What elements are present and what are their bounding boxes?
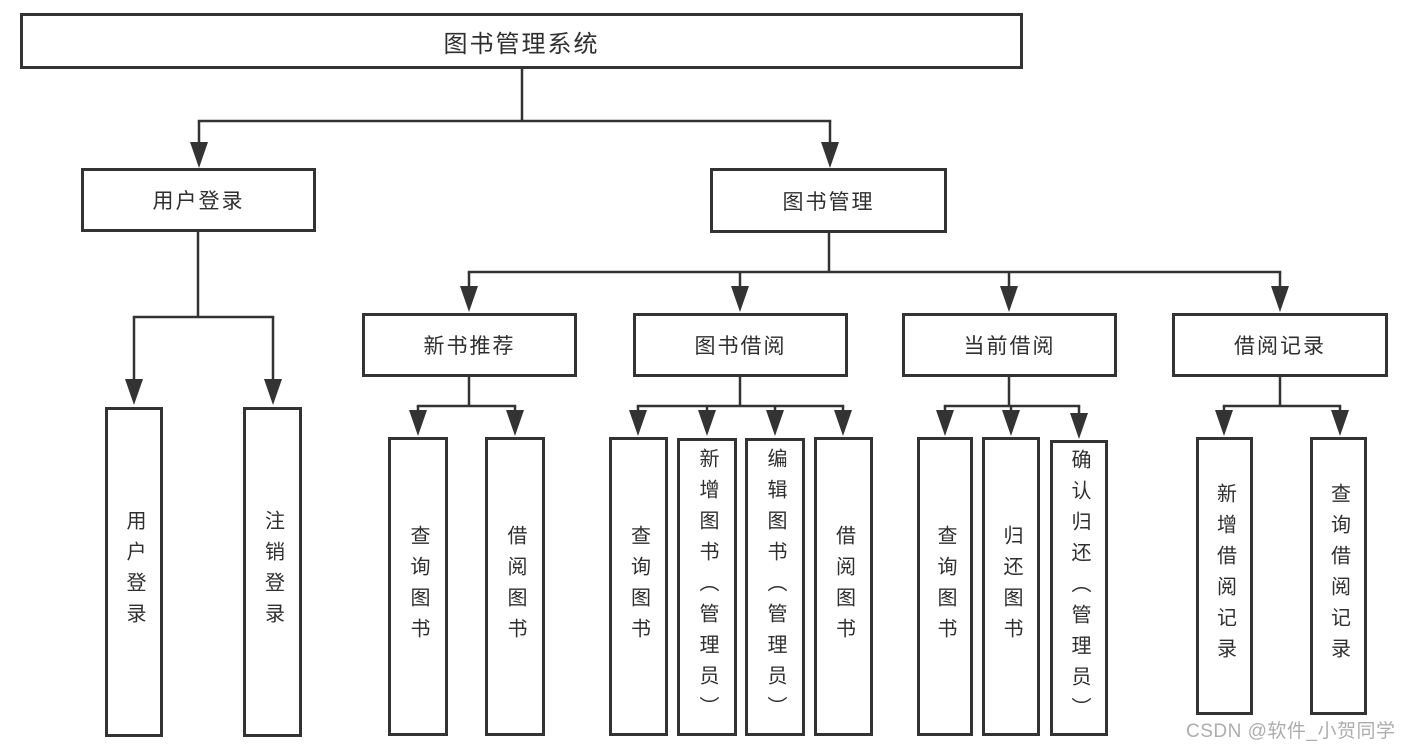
leaf-current-query-books-label: 查询图书	[934, 524, 956, 649]
node-user-login-label: 用户登录	[152, 190, 245, 213]
leaf-records-query-record-label: 查询借阅记录	[1327, 483, 1350, 669]
leaf-current-query-books: 查询图书	[917, 437, 973, 736]
leaf-newbooks-query-books: 查询图书	[388, 437, 448, 736]
leaf-borrow-edit-books-admin-label: 编辑图书（管理员）	[764, 447, 786, 727]
leaf-current-confirm-return-admin: 确认归还（管理员）	[1050, 440, 1108, 736]
leaf-records-add-record: 新增借阅记录	[1196, 437, 1253, 715]
leaf-borrow-add-books-admin: 新增图书（管理员）	[677, 438, 737, 736]
node-book-borrow-label: 图书借阅	[694, 335, 787, 358]
connector-root-to-level2	[190, 69, 839, 168]
connector-bookborrow-to-leaves	[629, 377, 852, 436]
csdn-watermark: CSDN @软件_小贺同学	[1186, 721, 1396, 742]
leaf-borrow-query-books-label: 查询图书	[627, 524, 650, 649]
node-library-system: 图书管理系统	[20, 13, 1023, 69]
node-library-system-label: 图书管理系统	[443, 30, 600, 58]
connector-borrowrecords-to-leaves	[1215, 377, 1349, 436]
leaf-borrow-query-books: 查询图书	[609, 437, 668, 736]
node-new-book-recommend-label: 新书推荐	[423, 335, 516, 358]
leaf-records-add-record-label: 新增借阅记录	[1213, 483, 1236, 669]
connector-bookmgmt-to-level3	[460, 233, 1289, 312]
leaf-borrow-add-books-admin-label: 新增图书（管理员）	[696, 447, 718, 727]
leaf-borrow-borrow-books: 借阅图书	[814, 437, 873, 736]
node-user-login: 用户登录	[81, 168, 316, 232]
connector-userlogin-to-leaves	[125, 232, 282, 405]
leaf-newbooks-borrow-books: 借阅图书	[485, 437, 545, 736]
leaf-current-return-books-label: 归还图书	[1000, 524, 1022, 649]
leaf-current-confirm-return-admin-label: 确认归还（管理员）	[1068, 448, 1090, 728]
node-book-borrow: 图书借阅	[633, 313, 848, 377]
connector-currentborrow-to-leaves	[936, 377, 1088, 439]
node-current-borrow: 当前借阅	[902, 313, 1117, 377]
node-current-borrow-label: 当前借阅	[963, 335, 1056, 358]
leaf-user-login-label: 用户登录	[123, 510, 145, 634]
leaf-user-login: 用户登录	[105, 407, 163, 737]
node-book-management-label: 图书管理	[782, 190, 875, 214]
node-book-management: 图书管理	[710, 168, 947, 233]
node-borrow-records: 借阅记录	[1172, 313, 1388, 377]
leaf-newbooks-borrow-books-label: 借阅图书	[504, 524, 526, 649]
leaf-borrow-borrow-books-label: 借阅图书	[832, 524, 855, 649]
leaf-current-return-books: 归还图书	[982, 437, 1040, 736]
leaf-borrow-edit-books-admin: 编辑图书（管理员）	[745, 438, 805, 736]
leaf-newbooks-query-books-label: 查询图书	[407, 524, 429, 649]
node-new-book-recommend: 新书推荐	[362, 313, 577, 377]
connector-newbooks-to-leaves	[409, 377, 524, 436]
leaf-logout-label: 注销登录	[261, 510, 284, 634]
leaf-logout: 注销登录	[243, 407, 302, 737]
node-borrow-records-label: 借阅记录	[1234, 335, 1326, 358]
leaf-records-query-record: 查询借阅记录	[1310, 437, 1367, 715]
